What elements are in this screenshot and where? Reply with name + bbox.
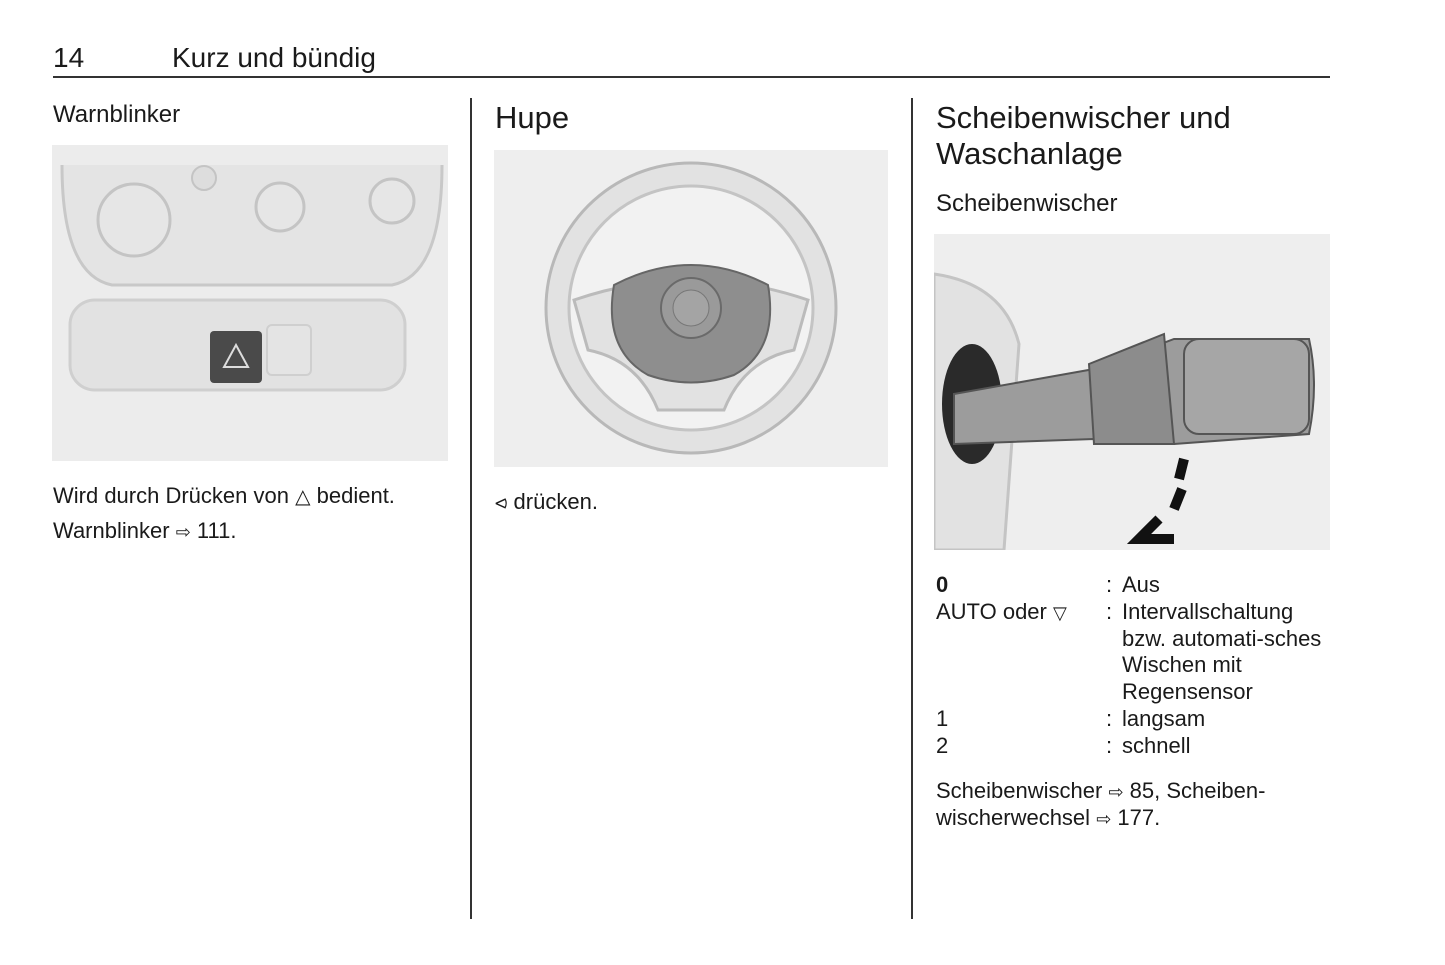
reference-page[interactable]: 111. bbox=[196, 518, 237, 543]
section-heading: Warnblinker bbox=[53, 101, 181, 128]
column-divider bbox=[911, 98, 913, 919]
reference-page[interactable]: 177. bbox=[1117, 805, 1161, 830]
reference-text: wischerwechsel bbox=[936, 805, 1091, 830]
reference-page[interactable]: 85, Scheiben- bbox=[1129, 778, 1266, 803]
column-divider bbox=[470, 98, 472, 919]
legend-row: 0 : Aus bbox=[936, 572, 1332, 599]
legend-colon: : bbox=[1106, 572, 1113, 597]
legend-key: 0 bbox=[936, 572, 949, 597]
wiper-icon: ▽ bbox=[1052, 602, 1067, 623]
reference-text: Scheibenwischer bbox=[936, 778, 1103, 803]
wiper-reference[interactable]: Scheibenwischer ⇨ 85, Scheiben- bbox=[936, 777, 1265, 806]
hazard-switch-illustration bbox=[52, 145, 448, 461]
instruction-text: bedient. bbox=[316, 483, 395, 508]
legend-value: Intervallschaltung bzw. automati-sches W… bbox=[1122, 598, 1322, 705]
wiper-stalk-illustration bbox=[934, 234, 1330, 550]
section-heading: Scheibenwischer und bbox=[936, 100, 1231, 135]
legend-colon: : bbox=[1106, 705, 1113, 731]
subsection-heading: Scheibenwischer bbox=[936, 190, 1118, 217]
horn-icon: ⪦ bbox=[495, 489, 508, 514]
wiper-positions-legend: 0 : Aus AUTO oder ▽ : Intervallschaltung… bbox=[936, 572, 1332, 760]
legend-colon: : bbox=[1106, 732, 1113, 758]
legend-value: Aus bbox=[1122, 572, 1160, 597]
chapter-title: Kurz und bündig bbox=[172, 42, 376, 73]
section-heading: Waschanlage bbox=[936, 136, 1123, 171]
instruction-text: Wird durch Drücken von bbox=[53, 483, 289, 508]
steering-wheel-illustration bbox=[494, 150, 888, 467]
legend-row: AUTO oder ▽ : Intervallschaltung bzw. au… bbox=[936, 599, 1332, 706]
legend-value: langsam bbox=[1122, 705, 1206, 731]
page-reference-arrow-icon: ⇨ bbox=[1096, 809, 1112, 829]
page-reference-arrow-icon: ⇨ bbox=[175, 522, 191, 542]
hazard-triangle-icon: △ bbox=[295, 486, 311, 508]
reference-text: Warnblinker bbox=[53, 518, 170, 543]
legend-key: AUTO oder bbox=[936, 598, 1047, 624]
page-number: 14 bbox=[53, 42, 85, 73]
legend-value: schnell bbox=[1122, 732, 1191, 758]
legend-key: 2 bbox=[936, 732, 949, 758]
instruction-text: drücken. bbox=[513, 489, 598, 514]
hazard-instruction: Wird durch Drücken von △ bedient. bbox=[53, 482, 395, 511]
legend-row: 1 : langsam bbox=[936, 706, 1332, 733]
legend-key: 1 bbox=[936, 705, 949, 731]
header-rule bbox=[53, 76, 1330, 78]
horn-instruction: ⪦ drücken. bbox=[495, 488, 598, 515]
wiper-blade-reference[interactable]: wischerwechsel ⇨ 177. bbox=[936, 804, 1160, 833]
hazard-reference[interactable]: Warnblinker ⇨ 111. bbox=[53, 517, 236, 546]
legend-row: 2 : schnell bbox=[936, 733, 1332, 760]
legend-colon: : bbox=[1106, 598, 1113, 624]
section-heading: Hupe bbox=[495, 100, 570, 135]
page-reference-arrow-icon: ⇨ bbox=[1108, 782, 1124, 802]
